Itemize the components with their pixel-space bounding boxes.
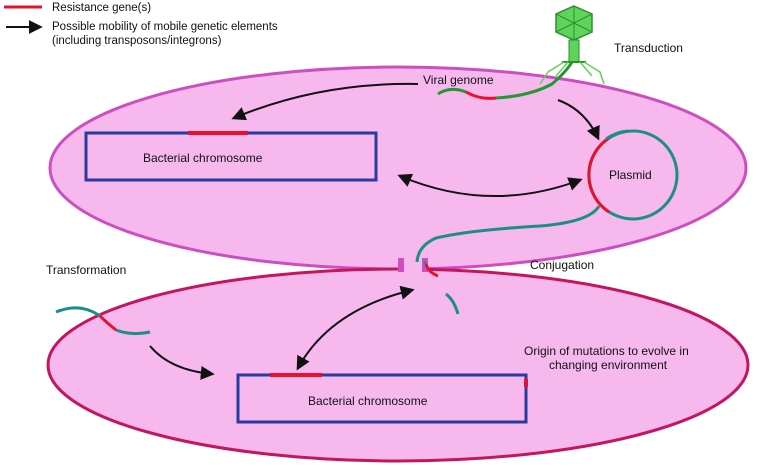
mutation-label-line2: changing environment <box>549 358 668 372</box>
arrow-chromosome-plasmid <box>397 173 583 197</box>
arrow-transformation-chromosome <box>149 345 215 380</box>
legend-mobility-sublabel: (including transposons/integrons) <box>52 35 222 47</box>
legend-mobility-label: Possible mobility of mobile genetic elem… <box>52 21 278 33</box>
arrow-conjugation-chromosome <box>296 285 415 371</box>
plasmid-label: Plasmid <box>609 168 652 182</box>
mobility-arrows <box>149 82 600 380</box>
bottom-chromosome-label: Bacterial chromosome <box>308 394 428 408</box>
transformation-label: Transformation <box>46 263 126 277</box>
legend: Resistance gene(s) Possible mobility of … <box>4 2 278 47</box>
legend-resistance-label: Resistance gene(s) <box>52 2 151 14</box>
plasmid: Plasmid <box>587 129 679 221</box>
top-chromosome-label: Bacterial chromosome <box>143 151 263 165</box>
bottom-chromosome: Bacterial chromosome <box>236 373 528 424</box>
bacteriophage-icon <box>539 5 605 85</box>
viral-genome-label: Viral genome <box>423 73 494 87</box>
mutation-label-line1: Origin of mutations to evolve in <box>524 344 689 358</box>
arrow-viral-to-plasmid <box>557 99 600 141</box>
conjugation-dna-strand <box>415 205 601 315</box>
top-chromosome: Bacterial chromosome <box>84 131 378 182</box>
transformation-dna-fragment <box>55 306 151 336</box>
arrow-viral-to-chromosome <box>231 82 419 121</box>
conjugation-label: Conjugation <box>530 258 594 272</box>
viral-genome: Viral genome <box>423 61 574 100</box>
transduction-label: Transduction <box>614 41 683 55</box>
